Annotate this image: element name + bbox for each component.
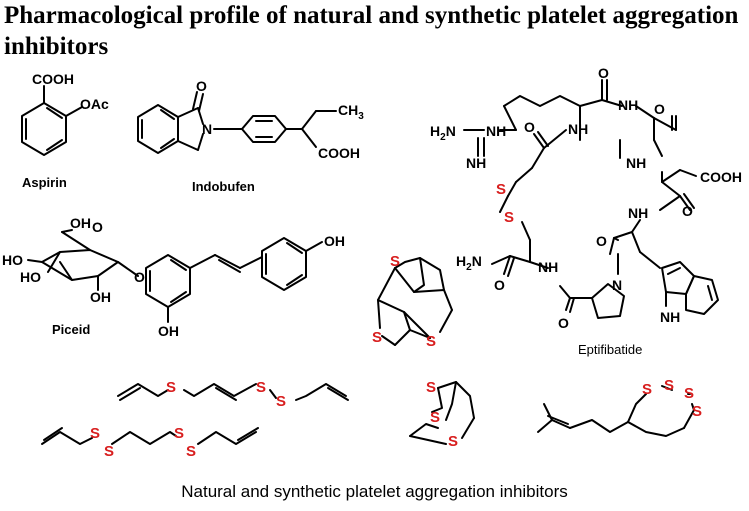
piceid-ho-left2: HO [20,269,41,285]
indobufen-carbonyl-o: O [196,78,207,94]
aspirin-oac-label: OAc [80,96,109,112]
epti-s2: S [504,209,514,226]
tetrasulfide-s3: S [174,425,184,442]
thiocane-s4: S [692,403,702,420]
aspirin-name: Aspirin [22,175,67,190]
figure-caption: Natural and synthetic platelet aggregati… [181,482,568,501]
cage-s-top: S [426,379,436,396]
epti-o-trp: O [596,233,607,249]
tetrathiocane-structure: S S S S [537,377,702,437]
bis-disulfide-structure: S S S S [41,425,259,460]
indobufen-ch3: CH3 [338,102,364,122]
epti-o-asp: O [682,203,693,219]
epti-s1: S [496,181,506,198]
piceid-structure: OH HO HO OH O O OH OH Piceid [2,215,345,339]
tetrasulfide-s1: S [90,425,100,442]
trithia-s-top: S [390,253,400,270]
ajoene-s2: S [256,379,266,396]
epti-nh-indole: NH [660,309,680,325]
piceid-oh-bottom: OH [158,323,179,339]
piceid-name: Piceid [52,322,90,337]
epti-h2n-amide: H2N [456,253,482,273]
epti-nh-top: NH [618,97,638,113]
eptifibatide-structure: H2N NH NH O NH O NH O NH COOH O NH S S H… [430,65,742,357]
indobufen-n: N [202,121,212,137]
thiocane-s2: S [664,377,674,394]
piceid-oh-ch2: OH [70,215,91,231]
epti-o-gly: O [654,101,665,117]
epti-n-pro: N [612,277,622,293]
tetrasulfide-s2: S [104,443,114,460]
trithia-cage-structure: S S S [409,379,475,450]
indobufen-cooh: COOH [318,145,360,161]
allyl-trisulfide-structure: S S S [117,379,349,410]
thiocane-s3: S [684,385,694,402]
epti-nh-trp: NH [628,205,648,221]
indobufen-name: Indobufen [192,179,255,194]
trithiaadamantane-structure: S S S [372,253,453,350]
trithia-s-left: S [372,329,382,346]
trithia-s-right: S [426,333,436,350]
epti-o-top: O [598,65,609,81]
epti-h2n-guan: H2N [430,123,456,143]
epti-o-pro: O [558,315,569,331]
epti-nh-asp: NH [626,155,646,171]
aspirin-structure: COOH OAc Aspirin [21,71,109,190]
ajoene-s3: S [276,393,286,410]
piceid-ho-left1: HO [2,252,23,268]
piceid-oh-ring: OH [90,289,111,305]
ajoene-s1: S [166,379,176,396]
epti-cooh: COOH [700,169,742,185]
structures-scheme: COOH OAc Aspirin O N CH3 COOH Indobufen [2,65,742,460]
indobufen-structure: O N CH3 COOH Indobufen [137,78,364,194]
tetrasulfide-s4: S [186,443,196,460]
epti-nh-guan: NH [486,123,506,139]
aspirin-cooh-label: COOH [32,71,74,87]
piceid-glycosidic-o: O [134,269,145,285]
eptifibatide-name: Eptifibatide [578,342,642,357]
epti-nh-imine: NH [466,155,486,171]
epti-nh-arg: NH [568,121,588,137]
piceid-ring-o: O [92,219,103,235]
thiocane-s1: S [642,381,652,398]
epti-o-amide: O [494,277,505,293]
cage-s-bottom: S [448,433,458,450]
epti-o-mpa: O [524,119,535,135]
piceid-oh-top: OH [324,233,345,249]
epti-nh-cys: NH [538,259,558,275]
cage-s-mid: S [430,409,440,426]
page-title: Pharmacological profile of natural and s… [4,2,739,60]
